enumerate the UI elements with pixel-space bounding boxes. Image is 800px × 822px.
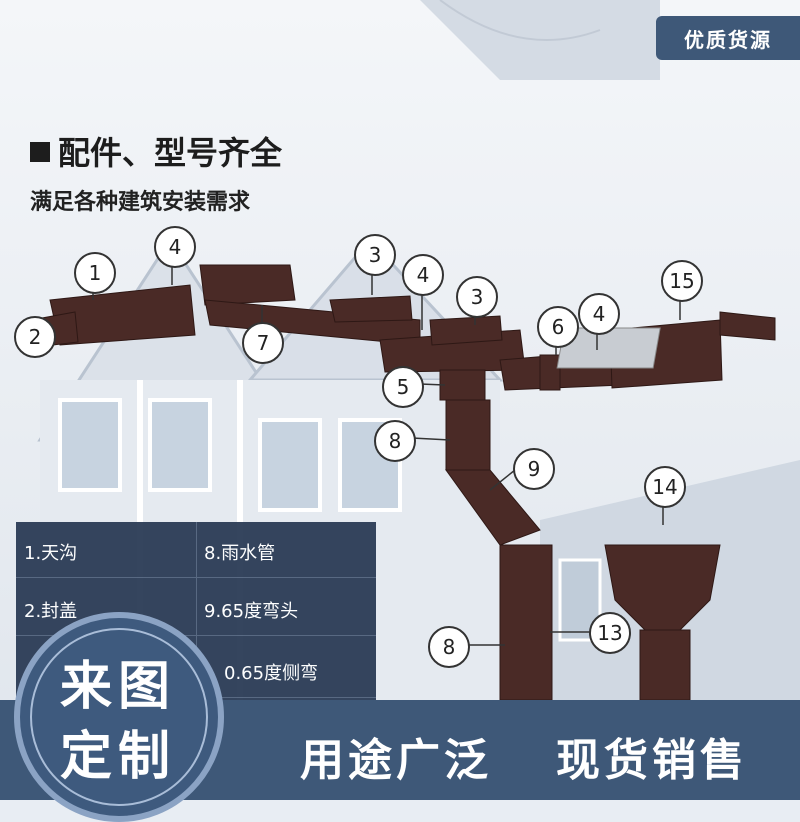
callout-2: 2 — [14, 316, 56, 358]
callout-3-a: 3 — [354, 234, 396, 276]
callout-5: 5 — [382, 366, 424, 408]
callout-4-b: 4 — [402, 254, 444, 296]
bottom-slogan-right: 现货销售 — [556, 735, 748, 786]
table-cell: 9.65度弯头 — [196, 584, 376, 636]
table-cell: 0.65度侧弯 — [216, 646, 376, 698]
table-cell: 8.雨水管 — [196, 526, 376, 578]
table-divider — [196, 522, 197, 700]
stamp-line-2: 定制 — [60, 727, 177, 787]
callout-7: 7 — [242, 322, 284, 364]
custom-order-stamp: 来图 定制 — [14, 612, 224, 822]
callout-1: 1 — [74, 252, 116, 294]
callout-9: 9 — [513, 448, 555, 490]
bottom-slogan-left: 用途广泛 — [300, 735, 492, 786]
callout-4-c: 4 — [578, 293, 620, 335]
quality-source-badge: 优质货源 — [656, 16, 800, 60]
callout-4-a: 4 — [154, 226, 196, 268]
callout-3-b: 3 — [456, 276, 498, 318]
stamp-line-1: 来图 — [60, 657, 177, 717]
callout-14: 14 — [644, 466, 686, 508]
callout-8-a: 8 — [374, 420, 416, 462]
page-heading: 配件、型号齐全 — [30, 128, 282, 174]
page-subheading: 满足各种建筑安装需求 — [30, 190, 251, 215]
callout-15: 15 — [661, 260, 703, 302]
callout-6: 6 — [537, 306, 579, 348]
heading-text: 配件、型号齐全 — [58, 134, 283, 172]
table-cell: 1.天沟 — [16, 526, 196, 578]
callout-8-b: 8 — [428, 626, 470, 668]
callout-13: 13 — [589, 612, 631, 654]
square-bullet-icon — [30, 142, 50, 162]
